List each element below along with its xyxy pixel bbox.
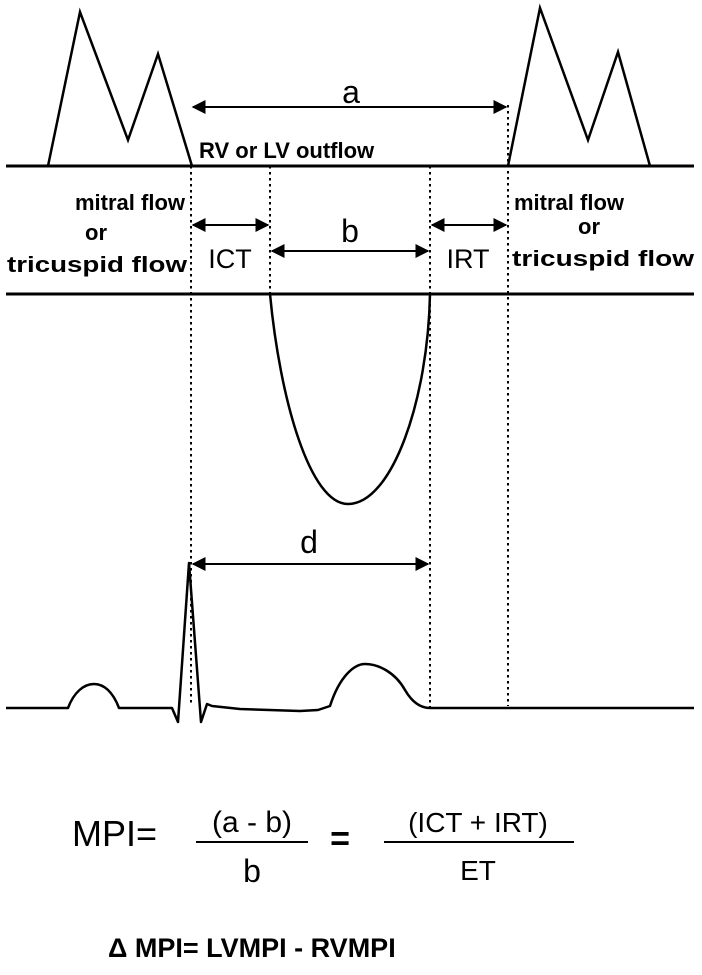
left-flow-line-3: tricuspid flow	[7, 252, 188, 277]
left-flow-line-1: mitral flow	[75, 190, 186, 215]
formula-equals: =	[330, 820, 350, 858]
ecg-trace	[6, 561, 694, 724]
formula-lhs: MPI=	[72, 813, 157, 854]
formula-denominator-1: b	[243, 853, 261, 889]
left-inflow-wave	[46, 7, 194, 167]
formula-numerator-2: (ICT + IRT)	[408, 807, 548, 838]
left-flow-line-2: or	[85, 220, 107, 245]
label-outflow: RV or LV outflow	[199, 138, 375, 163]
right-inflow-wave	[506, 3, 652, 167]
label-d: d	[300, 524, 318, 560]
formula-numerator-1: (a - b)	[212, 806, 292, 839]
formula-denominator-2: ET	[460, 855, 496, 886]
delta-mpi-formula: Δ MPI= LVMPI - RVMPI	[108, 933, 396, 963]
right-flow-line-3: tricuspid flow	[512, 246, 695, 271]
label-irt: IRT	[446, 244, 489, 274]
label-ict: ICT	[208, 244, 252, 274]
label-a: a	[342, 74, 360, 110]
label-b: b	[341, 213, 359, 249]
right-flow-line-2: or	[578, 214, 600, 239]
right-flow-line-1: mitral flow	[514, 190, 625, 215]
outflow-wave	[268, 293, 432, 506]
